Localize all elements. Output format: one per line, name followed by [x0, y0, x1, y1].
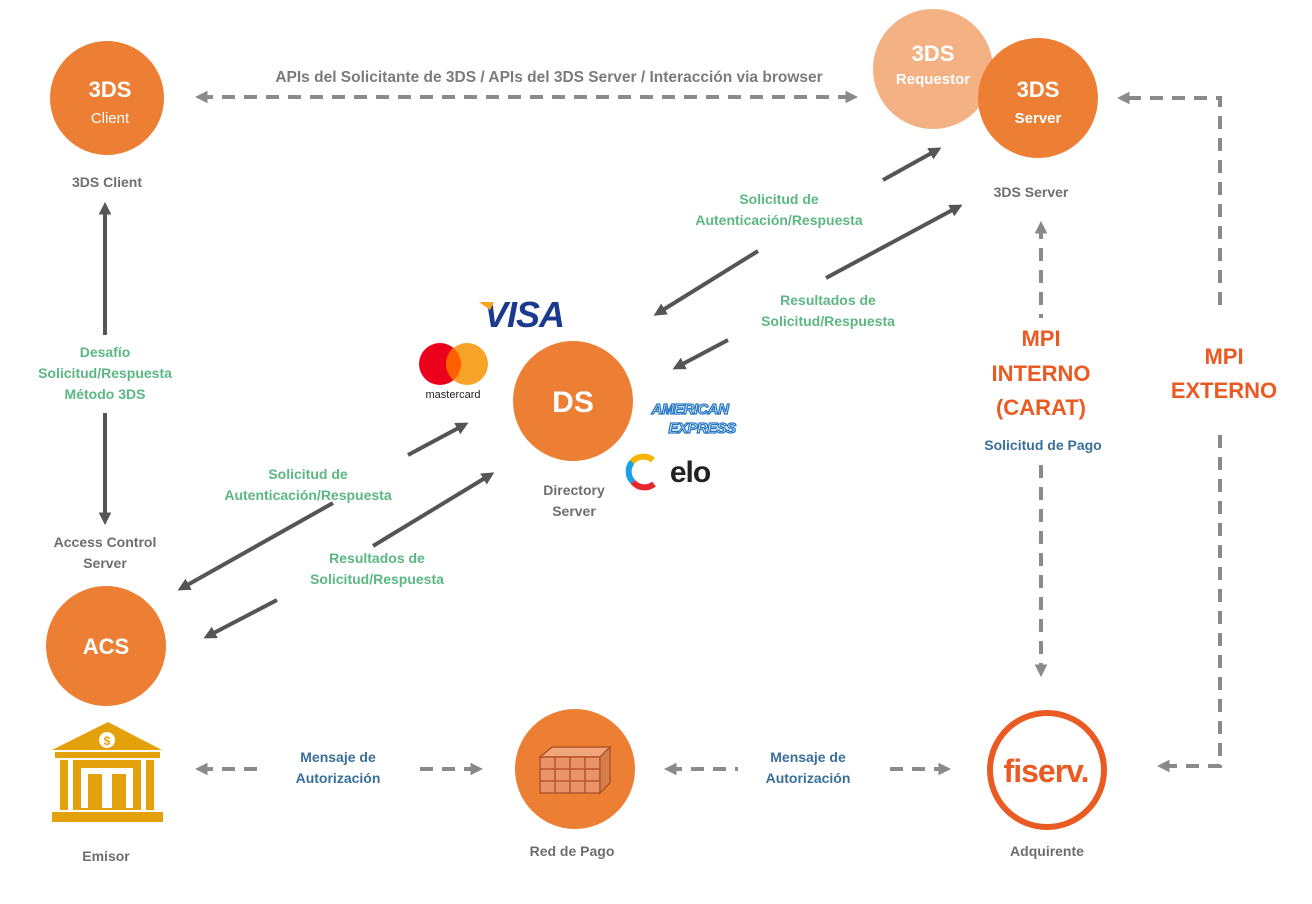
elo-logo: elo	[625, 453, 712, 491]
mpi-internal-line3: (CARAT)	[996, 395, 1086, 420]
auth-msg-right-line1: Mensaje de	[770, 749, 846, 765]
3ds-client-caption: 3DS Client	[72, 174, 142, 190]
auth-msg-right-line2: Autorización	[766, 770, 851, 786]
node-acs: ACS	[46, 586, 166, 706]
auth-msg-left-line2: Autorización	[296, 770, 381, 786]
3ds-server-title: 3DS	[1017, 77, 1060, 102]
amex-line1: AMERICAN	[651, 401, 730, 418]
ds-title: DS	[552, 386, 594, 419]
ds-server-auth-arrow-b	[882, 147, 942, 182]
acs-caption-line2: Server	[83, 555, 127, 571]
node-acquirer: fiserv.	[987, 710, 1107, 830]
auth-lower-label-line1: Solicitud de	[268, 466, 348, 482]
3ds-server-circle	[978, 38, 1098, 158]
acs-ds-auth-arrow-b	[407, 422, 469, 457]
node-directory-server: DS	[513, 341, 633, 461]
3ds-client-circle	[50, 41, 164, 155]
fiserv-logo-circle	[987, 710, 1107, 830]
3ds-client-title: 3DS	[89, 77, 132, 102]
ds-caption-line1: Directory	[543, 482, 605, 498]
challenge-label-line1: Desafío	[80, 344, 131, 360]
node-3ds-client: 3DS Client	[50, 41, 164, 155]
ds-server-auth-arrow-a	[653, 249, 760, 316]
mpi-external-arrow-top	[1116, 91, 1222, 305]
node-3ds-requestor: 3DS Requestor	[873, 9, 993, 129]
acs-ds-auth-arrow-a	[177, 501, 334, 591]
3ds-requestor-title: 3DS	[912, 41, 955, 66]
results-lower-label-line1: Resultados de	[329, 550, 425, 566]
visa-logo: VISA	[484, 294, 564, 335]
boxes-icon	[537, 745, 612, 795]
ds-server-results-arrow-a	[672, 338, 729, 370]
amex-logo: AMERICAN EXPRESS	[650, 400, 737, 437]
acs-circle	[46, 586, 166, 706]
fiserv-logo-text: fiserv.	[1004, 753, 1089, 789]
amex-line2: EXPRESS	[668, 420, 736, 437]
emisor-caption: Emisor	[82, 848, 130, 864]
ds-circle	[513, 341, 633, 461]
acs-ds-results-arrow-b	[371, 472, 495, 548]
api-interaction-label: APIs del Solicitante de 3DS / APIs del 3…	[275, 69, 822, 86]
auth-upper-label-line2: Autenticación/Respuesta	[695, 212, 862, 228]
3ds-server-caption: 3DS Server	[994, 184, 1069, 200]
node-payment-network	[515, 709, 635, 829]
results-upper-label-line1: Resultados de	[780, 292, 876, 308]
results-upper-label-line2: Solicitud/Respuesta	[761, 313, 895, 329]
elo-wordmark: elo	[670, 456, 711, 489]
node-3ds-server: 3DS Server	[978, 38, 1098, 158]
auth-lower-label-line2: Autenticación/Respuesta	[224, 487, 391, 503]
payment-request-label: Solicitud de Pago	[984, 437, 1101, 453]
svg-text:$: $	[104, 734, 111, 748]
acs-caption-line1: Access Control	[54, 534, 157, 550]
3ds-client-subtitle: Client	[91, 110, 130, 127]
mastercard-wordmark: mastercard	[425, 389, 480, 401]
mpi-internal-line2: INTERNO	[992, 361, 1091, 386]
acquirer-caption: Adquirente	[1010, 843, 1084, 859]
acs-ds-results-arrow-a	[203, 598, 278, 639]
mpi-internal-line1: MPI	[1021, 326, 1060, 351]
3ds-requestor-circle	[873, 9, 993, 129]
mpi-external-arrow-bottom	[1156, 435, 1222, 773]
challenge-label-line2: Solicitud/Respuesta	[38, 365, 172, 381]
ds-caption-line2: Server	[552, 503, 596, 519]
auth-msg-left-line1: Mensaje de	[300, 749, 376, 765]
ds-server-results-arrow-b	[825, 204, 963, 280]
bank-icon: $	[52, 722, 163, 822]
results-lower-label-line2: Solicitud/Respuesta	[310, 571, 444, 587]
acs-title: ACS	[83, 634, 129, 659]
mpi-external-line2: EXTERNO	[1171, 378, 1277, 403]
3ds-requestor-subtitle: Requestor	[896, 71, 970, 88]
challenge-label-line3: Método 3DS	[65, 386, 146, 402]
mastercard-logo: mastercard	[419, 343, 488, 401]
auth-upper-label-line1: Solicitud de	[739, 191, 819, 207]
mpi-external-line1: MPI	[1204, 344, 1243, 369]
payment-network-caption: Red de Pago	[530, 843, 615, 859]
visa-accent	[479, 302, 494, 310]
3ds-server-subtitle: Server	[1015, 110, 1062, 127]
